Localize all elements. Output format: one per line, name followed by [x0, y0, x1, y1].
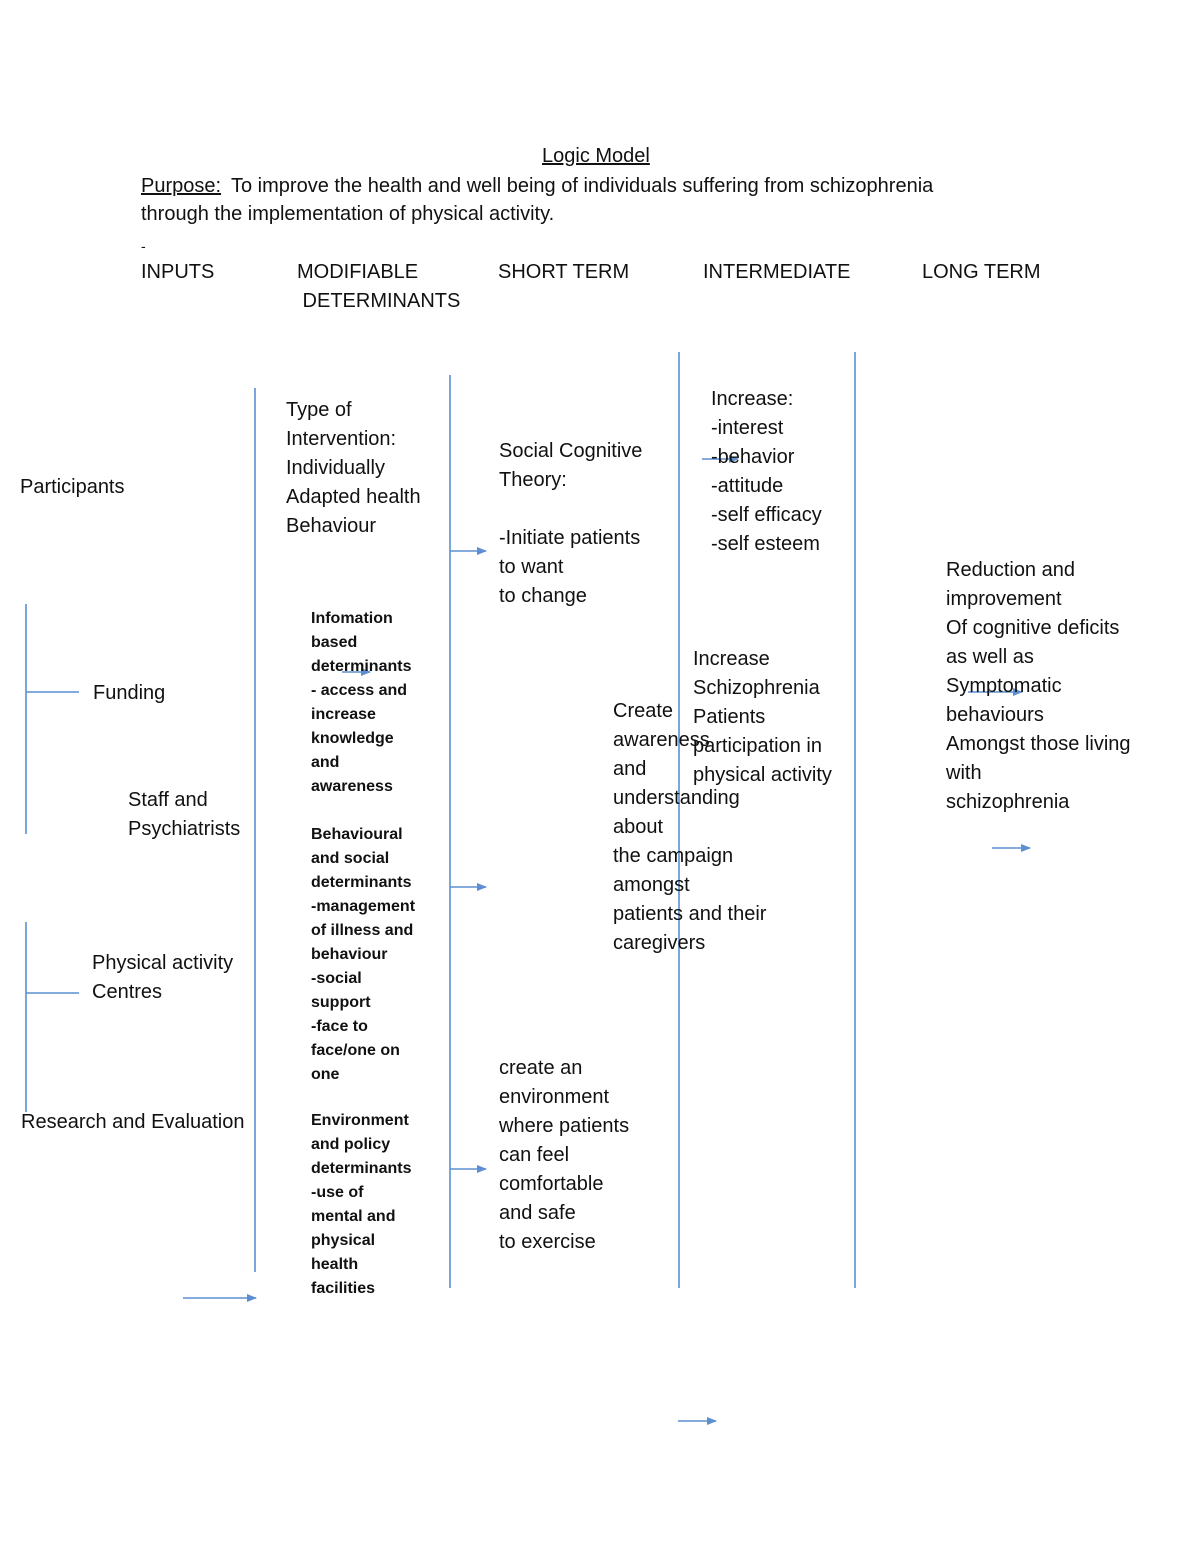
- intervention-type: Type of Intervention: Individually Adapt…: [286, 399, 421, 537]
- input-funding: Funding: [93, 682, 166, 704]
- header-inputs: INPUTS: [141, 261, 215, 283]
- header-long-term: LONG TERM: [922, 261, 1041, 283]
- environment-policy-determinants: Environment and policy determinants -use…: [311, 1112, 412, 1297]
- header-modifiable-determinants: MODIFIABLE DETERMINANTS: [297, 261, 461, 312]
- purpose-text-line1: To improve the health and well being of …: [231, 175, 934, 197]
- purpose-label: Purpose:: [141, 175, 222, 197]
- page-title: Logic Model: [542, 145, 650, 167]
- reduction-improvement: Reduction and improvement Of cognitive d…: [946, 559, 1131, 813]
- input-research-evaluation: Research and Evaluation: [21, 1111, 245, 1133]
- purpose-text-line2: through the implementation of physical a…: [141, 203, 555, 225]
- input-staff-psychiatrists: Staff and Psychiatrists: [128, 789, 241, 840]
- input-participants: Participants: [20, 476, 125, 498]
- create-environment: create an environment where patients can…: [499, 1057, 630, 1253]
- increase-list: Increase: -interest -behavior -attitude …: [711, 388, 822, 555]
- input-physical-activity-centres: Physical activity Centres: [92, 952, 234, 1003]
- information-determinants: Infomation based determinants - access a…: [311, 610, 412, 795]
- header-short-term: SHORT TERM: [498, 261, 630, 283]
- social-cognitive-theory: Social Cognitive Theory: -Initiate patie…: [499, 440, 643, 607]
- behavioural-social-determinants: Behavioural and social determinants -man…: [311, 826, 416, 1083]
- header-intermediate: INTERMEDIATE: [703, 261, 851, 283]
- create-awareness: Create awareness and understanding about…: [613, 700, 767, 954]
- dash-mark: -: [141, 238, 146, 254]
- increase-participation: Increase Schizophrenia Patients particip…: [693, 648, 832, 786]
